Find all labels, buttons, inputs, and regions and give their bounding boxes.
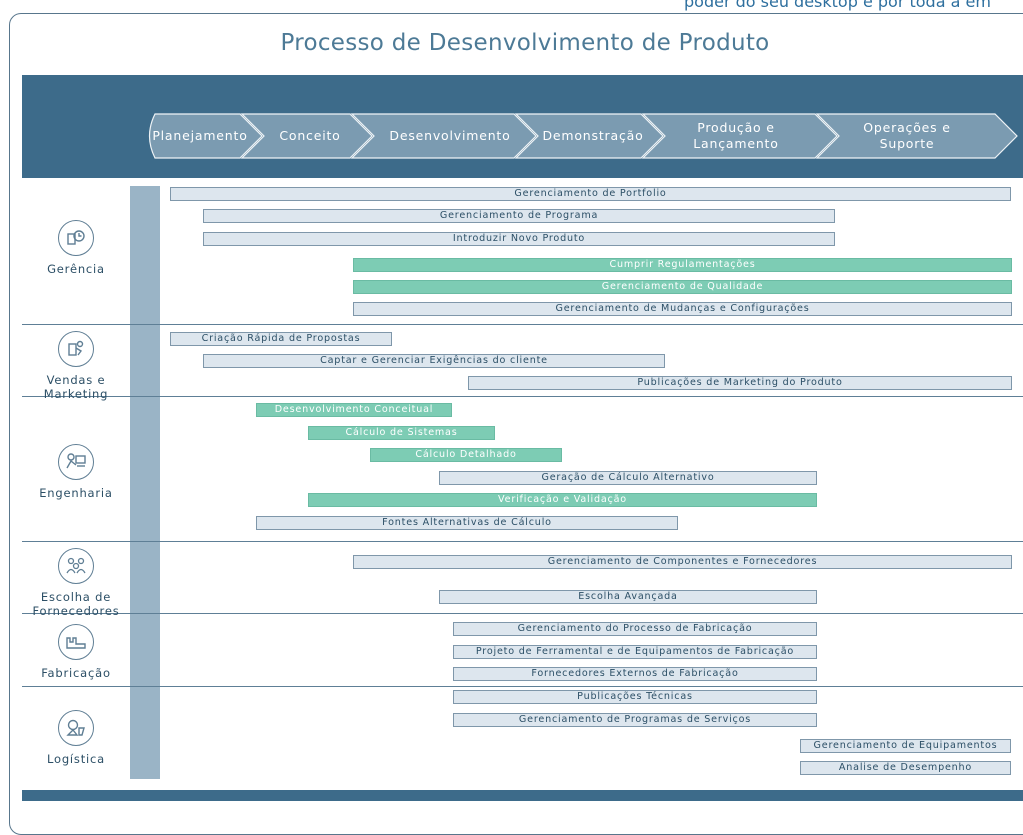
phase-planejamento-chevron — [148, 113, 263, 159]
task-bar: Geração de Cálculo Alternativo — [439, 471, 817, 485]
category-vendas-marketing: Vendas e Marketing — [22, 331, 130, 401]
task-bar: Projeto de Ferramental e de Equipamentos… — [453, 645, 817, 659]
task-bar: Escolha Avançada — [439, 590, 817, 604]
phase-producao: Produção e Lançamento — [693, 120, 779, 151]
category-label: Fabricação — [41, 666, 111, 680]
phase-conceito-chevron — [240, 113, 373, 159]
task-bar: Gerenciamento de Mudanças e Configuraçõe… — [353, 302, 1012, 316]
category-column-bar — [130, 186, 160, 779]
phase-producao-chevron — [641, 113, 838, 159]
task-bar: Gerenciamento de Programas de Serviços — [453, 713, 817, 727]
diagram-title: Processo de Desenvolvimento de Produto — [280, 30, 770, 56]
divider — [22, 541, 1023, 542]
category-fornecedores: Escolha de Fornecedores — [22, 548, 130, 618]
management-icon — [58, 220, 94, 256]
logistics-icon — [58, 710, 94, 746]
engineering-icon — [58, 444, 94, 480]
task-bar: Captar e Gerenciar Exigências do cliente — [203, 354, 665, 368]
phase-operacoes-chevron — [815, 113, 1018, 159]
phase-demonstracao-chevron — [514, 113, 664, 159]
phase-operacoes: Operações e Suporte — [863, 120, 951, 151]
sales-marketing-icon — [58, 331, 94, 367]
phase-conceito: Conceito — [279, 128, 341, 143]
category-logistica: Logística — [22, 710, 130, 766]
phase-chevrons — [148, 113, 1018, 159]
factory-icon — [58, 624, 94, 660]
category-label: Escolha de Fornecedores — [32, 590, 120, 618]
task-bar: Fontes Alternativas de Cálculo — [256, 516, 678, 530]
divider — [22, 686, 1023, 687]
task-bar: Gerenciamento de Componentes e Fornecedo… — [353, 555, 1012, 569]
divider — [22, 613, 1023, 614]
tagline: poder do seu desktop e por toda a em — [684, 0, 991, 11]
task-bar: Publicações Técnicas — [453, 690, 817, 704]
category-label: Gerência — [47, 262, 105, 276]
divider — [22, 396, 1023, 397]
task-bar: Cumprir Regulamentações — [353, 258, 1012, 272]
phase-desenvolvimento-chevron — [350, 113, 537, 159]
bottom-band — [22, 790, 1023, 801]
category-gerencia: Gerência — [22, 220, 130, 276]
task-bar: Gerenciamento de Qualidade — [353, 280, 1012, 294]
category-label: Logística — [46, 752, 105, 766]
phase-demonstracao: Demonstração — [542, 128, 644, 143]
category-fabricacao: Fabricação — [22, 624, 130, 680]
task-bar: Analise de Desempenho — [800, 761, 1011, 775]
suppliers-icon — [58, 548, 94, 584]
task-bar: Fornecedores Externos de Fabricação — [453, 667, 817, 681]
task-bar: Verificação e Validação — [308, 493, 817, 507]
task-bar: Gerenciamento do Processo de Fabricação — [453, 622, 817, 636]
task-bar: Cálculo de Sistemas — [308, 426, 495, 440]
task-bar: Cálculo Detalhado — [370, 448, 562, 462]
task-bar: Gerenciamento de Portfolio — [170, 187, 1011, 201]
category-label: Vendas e Marketing — [43, 373, 109, 401]
task-bar: Gerenciamento de Equipamentos — [800, 739, 1011, 753]
task-bar: Publicações de Marketing do Produto — [468, 376, 1012, 390]
phase-planejamento: Planejamento — [152, 128, 248, 143]
divider — [22, 324, 1023, 325]
task-bar: Gerenciamento de Programa — [203, 209, 835, 223]
task-bar: Desenvolvimento Conceitual — [256, 403, 452, 417]
category-engenharia: Engenharia — [22, 444, 130, 500]
task-bar: Introduzir Novo Produto — [203, 232, 835, 246]
phase-desenvolvimento: Desenvolvimento — [389, 128, 511, 143]
category-label: Engenharia — [39, 486, 113, 500]
task-bar: Criação Rápida de Propostas — [170, 332, 392, 346]
